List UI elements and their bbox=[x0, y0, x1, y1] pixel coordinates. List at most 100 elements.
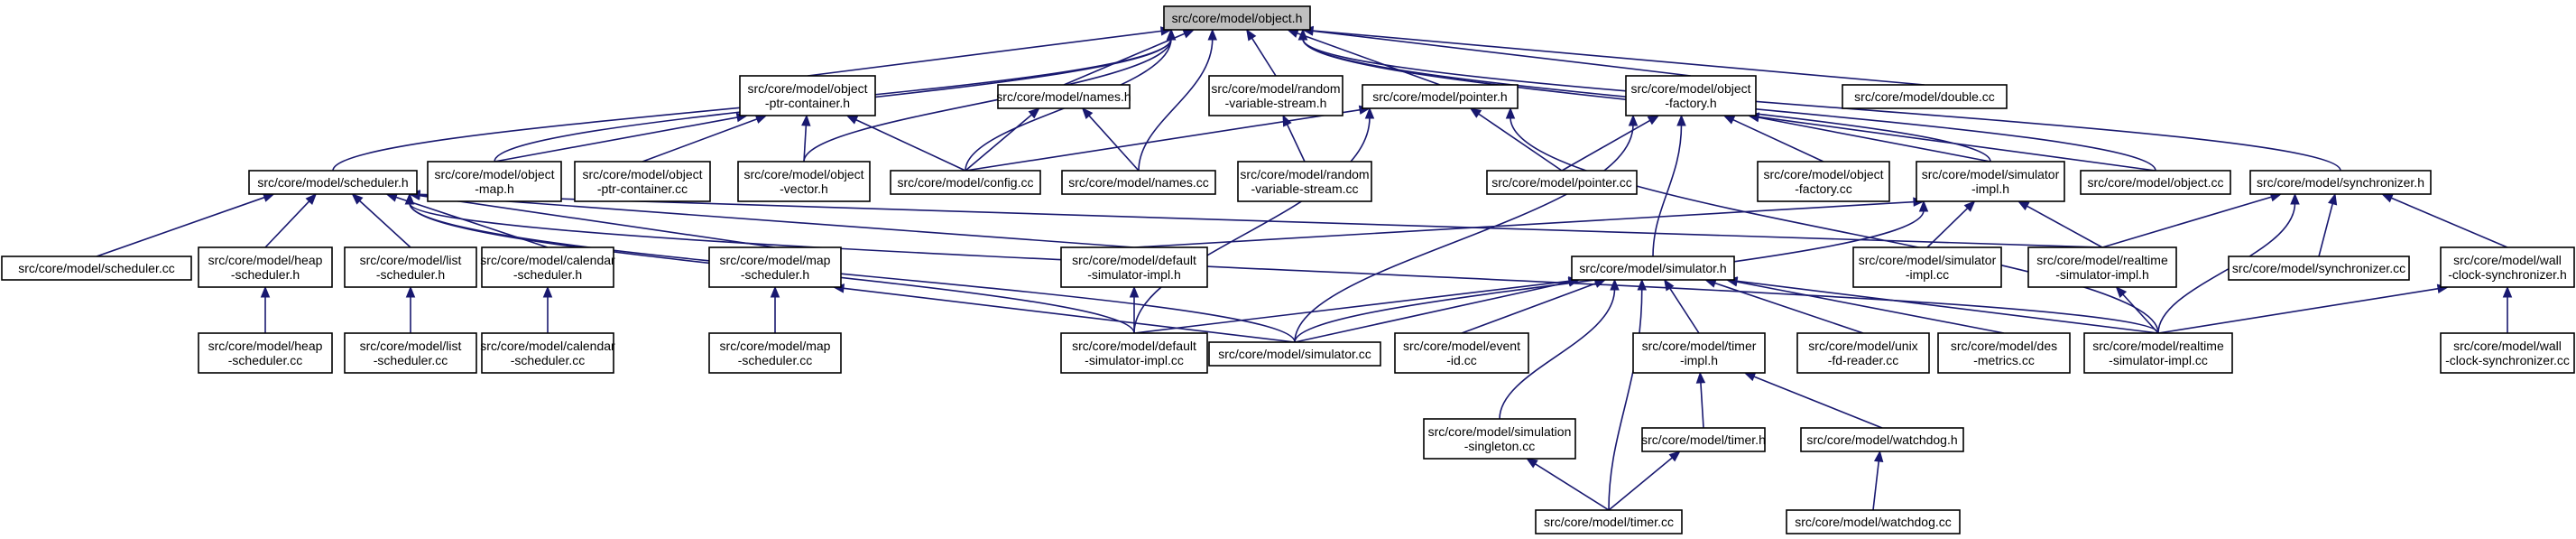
edge-line bbox=[2157, 287, 2440, 334]
node-label: src/core/model/config.cc bbox=[898, 175, 1034, 190]
arrowhead bbox=[2290, 192, 2300, 205]
node-heap-h[interactable]: src/core/model/heap-scheduler.h bbox=[198, 246, 333, 288]
edge-line bbox=[842, 287, 1296, 343]
node-box bbox=[1571, 256, 1735, 281]
node-label: -fd-reader.cc bbox=[1828, 353, 1899, 367]
edge-line bbox=[1461, 282, 1597, 334]
node-heap-cc[interactable]: src/core/model/heap-scheduler.cc bbox=[198, 332, 333, 374]
node-names-cc[interactable]: src/core/model/names.cc bbox=[1061, 170, 1216, 195]
node-unixfd-cc[interactable]: src/core/model/unix-fd-reader.cc bbox=[1796, 332, 1930, 374]
node-wcs-h[interactable]: src/core/model/wall-clock-synchronizer.h bbox=[2440, 246, 2575, 288]
node-box bbox=[1237, 161, 1372, 202]
node-synchronizer-cc[interactable]: src/core/model/synchronizer.cc bbox=[2228, 256, 2410, 281]
node-list-h[interactable]: src/core/model/list-scheduler.h bbox=[344, 246, 477, 288]
arrowhead bbox=[1207, 28, 1217, 41]
node-simsingleton-cc[interactable]: src/core/model/simulation-singleton.cc bbox=[1423, 418, 1576, 460]
edge-calendar-cc-to-calendar-h bbox=[542, 285, 553, 333]
edge-line bbox=[1608, 456, 1674, 511]
arrowhead bbox=[1129, 285, 1140, 298]
edge-line bbox=[1286, 123, 1306, 163]
node-double-cc[interactable]: src/core/model/double.cc bbox=[1842, 84, 2008, 109]
node-label: src/core/model/pointer.cc bbox=[1491, 175, 1632, 190]
arrowhead bbox=[1081, 107, 1094, 120]
node-label: -ptr-container.h bbox=[765, 96, 850, 110]
node-eventid-cc[interactable]: src/core/model/event-id.cc bbox=[1394, 332, 1529, 374]
node-object-vector-h[interactable]: src/core/model/object-vector.h bbox=[737, 161, 871, 202]
node-defsim-h[interactable]: src/core/model/default-simulator-impl.h bbox=[1060, 246, 1208, 288]
edge-timer-cc-to-timer-h bbox=[1608, 451, 1681, 511]
edge-line bbox=[1133, 116, 1371, 334]
edge-line bbox=[1311, 30, 1925, 86]
node-watchdog-cc[interactable]: src/core/model/watchdog.cc bbox=[1786, 509, 1961, 534]
edge-line bbox=[1294, 124, 1634, 343]
node-label: -singleton.cc bbox=[1464, 439, 1536, 453]
node-rvs-h[interactable]: src/core/model/random-variable-stream.h bbox=[1208, 75, 1343, 116]
edge-list-cc-to-list-h bbox=[405, 285, 416, 333]
node-box bbox=[1916, 161, 2065, 202]
node-pointer-h[interactable]: src/core/model/pointer.h bbox=[1362, 84, 1519, 109]
arrowhead bbox=[2115, 286, 2128, 299]
edge-heap-cc-to-heap-h bbox=[260, 285, 271, 333]
edge-line bbox=[1757, 116, 2156, 172]
node-defsim-cc[interactable]: src/core/model/default-simulator-impl.cc bbox=[1060, 332, 1208, 374]
edge-line bbox=[2390, 197, 2508, 248]
nodes: src/core/model/object.h src/core/model/ob… bbox=[1, 5, 2575, 534]
node-map-cc[interactable]: src/core/model/map-scheduler.cc bbox=[708, 332, 842, 374]
edge-line bbox=[803, 124, 808, 163]
node-box bbox=[2083, 332, 2233, 374]
node-box bbox=[248, 170, 418, 195]
node-label: src/core/model/simulator bbox=[1922, 167, 2060, 181]
node-scheduler-cc[interactable]: src/core/model/scheduler.cc bbox=[1, 256, 192, 281]
node-wcs-cc[interactable]: src/core/model/wall-clock-synchronizer.c… bbox=[2440, 332, 2575, 374]
node-rtsim-cc[interactable]: src/core/model/realtime-simulator-impl.c… bbox=[2083, 332, 2233, 374]
node-box bbox=[890, 170, 1041, 195]
node-desmetrics-cc[interactable]: src/core/model/des-metrics.cc bbox=[1937, 332, 2071, 374]
node-label: src/core/model/scheduler.h bbox=[257, 175, 408, 190]
node-box bbox=[574, 161, 711, 202]
node-box bbox=[737, 161, 871, 202]
node-simulator-h[interactable]: src/core/model/simulator.h bbox=[1571, 256, 1735, 281]
node-timerimpl-h[interactable]: src/core/model/timer-impl.h bbox=[1632, 332, 1766, 374]
node-calendar-cc[interactable]: src/core/model/calendar-scheduler.cc bbox=[480, 332, 615, 374]
edge-wcs-h-to-synchronizer-h bbox=[2381, 193, 2508, 248]
arrowhead bbox=[801, 114, 811, 126]
node-list-cc[interactable]: src/core/model/list-scheduler.cc bbox=[344, 332, 477, 374]
node-factory-h[interactable]: src/core/model/object-factory.h bbox=[1625, 75, 1757, 116]
node-simimpl-h[interactable]: src/core/model/simulator-impl.h bbox=[1916, 161, 2065, 202]
node-timer-cc[interactable]: src/core/model/timer.cc bbox=[1535, 509, 1683, 534]
node-rtsim-h[interactable]: src/core/model/realtime-simulator-impl.h bbox=[2027, 246, 2177, 288]
node-opc-h[interactable]: src/core/model/object-ptr-container.h bbox=[739, 75, 876, 116]
node-calendar-h[interactable]: src/core/model/calendar-scheduler.h bbox=[480, 246, 615, 288]
node-label: src/core/model/object bbox=[434, 167, 554, 181]
node-names-h[interactable]: src/core/model/names.h bbox=[996, 84, 1131, 109]
node-simulator-cc[interactable]: src/core/model/simulator.cc bbox=[1208, 341, 1381, 367]
node-map-h[interactable]: src/core/model/map-scheduler.h bbox=[708, 246, 842, 288]
node-watchdog-h[interactable]: src/core/model/watchdog.h bbox=[1800, 427, 1964, 452]
edge-watchdog-h-to-timerimpl-h bbox=[1743, 372, 1883, 429]
node-object-map-h[interactable]: src/core/model/object-map.h bbox=[427, 161, 562, 202]
node-box bbox=[1852, 246, 2002, 288]
node-factory-cc[interactable]: src/core/model/object-factory.cc bbox=[1757, 161, 1890, 202]
node-synchronizer-h[interactable]: src/core/model/synchronizer.h bbox=[2249, 170, 2432, 195]
edge-line bbox=[1477, 112, 1563, 172]
node-label: -simulator-impl.cc bbox=[1085, 353, 1184, 367]
node-config-cc[interactable]: src/core/model/config.cc bbox=[890, 170, 1041, 195]
node-pointer-cc[interactable]: src/core/model/pointer.cc bbox=[1486, 170, 1638, 195]
node-opc-cc[interactable]: src/core/model/object-ptr-container.cc bbox=[574, 161, 711, 202]
edge-line bbox=[358, 200, 411, 248]
node-label: src/core/model/random bbox=[1240, 167, 1369, 181]
node-scheduler-h[interactable]: src/core/model/scheduler.h bbox=[248, 170, 418, 195]
node-object-h[interactable]: src/core/model/object.h bbox=[1163, 5, 1311, 31]
node-simimpl-cc[interactable]: src/core/model/simulator-impl.cc bbox=[1852, 246, 2002, 288]
node-object-cc[interactable]: src/core/model/object.cc bbox=[2080, 170, 2231, 195]
node-box bbox=[481, 332, 614, 374]
arrowhead bbox=[1668, 451, 1681, 462]
node-label: src/core/model/default bbox=[1072, 339, 1196, 353]
node-rvs-cc[interactable]: src/core/model/random-variable-stream.cc bbox=[1237, 161, 1372, 202]
arrowhead bbox=[1028, 107, 1040, 119]
node-box bbox=[1757, 161, 1890, 202]
node-timer-h[interactable]: src/core/model/timer.h bbox=[1641, 427, 1766, 452]
edge-line bbox=[2318, 202, 2334, 257]
node-label: src/core/model/object bbox=[743, 167, 863, 181]
edge-opc-h-to-object-h bbox=[807, 26, 1173, 77]
